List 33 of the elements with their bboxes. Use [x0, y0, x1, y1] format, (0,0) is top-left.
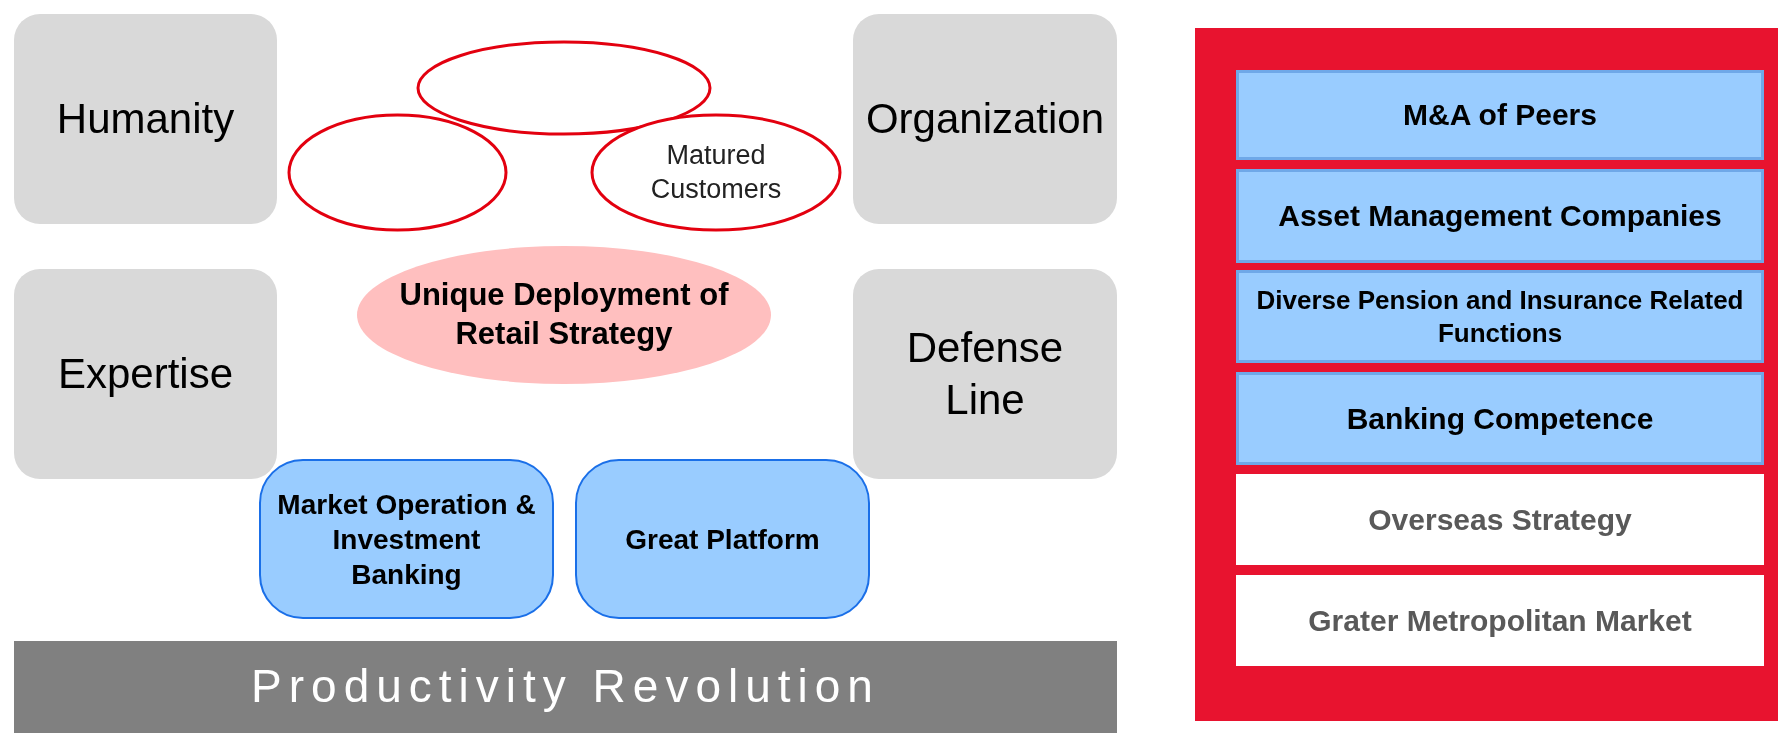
bar [1236, 270, 1764, 363]
category-box [853, 14, 1117, 224]
node-label: Matured Customers [649, 138, 783, 206]
node-label: Humanity [55, 93, 236, 144]
ellipse [590, 113, 842, 232]
ellipse [287, 113, 508, 232]
ellipse [355, 244, 773, 386]
bar [1236, 169, 1764, 263]
category-box [14, 269, 277, 479]
node-label: Unique Deployment of Retail Strategy [398, 276, 730, 353]
rounded-box [575, 459, 870, 619]
bar [1236, 474, 1764, 565]
bar [1236, 70, 1764, 160]
node-label: M&A of Peers [1402, 97, 1598, 134]
node-label: Asset Management Companies [1277, 198, 1723, 235]
node-label: Overseas Strategy [1367, 501, 1633, 538]
node-label: Organization [864, 93, 1106, 144]
category-box [14, 14, 277, 224]
node-label: Defense Line [905, 322, 1065, 425]
bar [1236, 575, 1764, 666]
bar [1236, 372, 1764, 465]
node-label: Productivity Revolution [250, 659, 881, 715]
node-label: Grater Metropolitan Market [1307, 602, 1693, 639]
node-label: Great Platform [624, 522, 821, 557]
category-box [853, 269, 1117, 479]
banner [14, 641, 1117, 733]
ellipse [416, 40, 712, 136]
node-label: Diverse Pension and Insurance Related Functions [1255, 284, 1745, 349]
node-label: Expertise [56, 348, 235, 399]
node-label: Banking Competence [1345, 400, 1655, 437]
panel [1195, 28, 1778, 721]
rounded-box [259, 459, 554, 619]
node-label: Market Operation & Investment Banking [276, 487, 537, 592]
